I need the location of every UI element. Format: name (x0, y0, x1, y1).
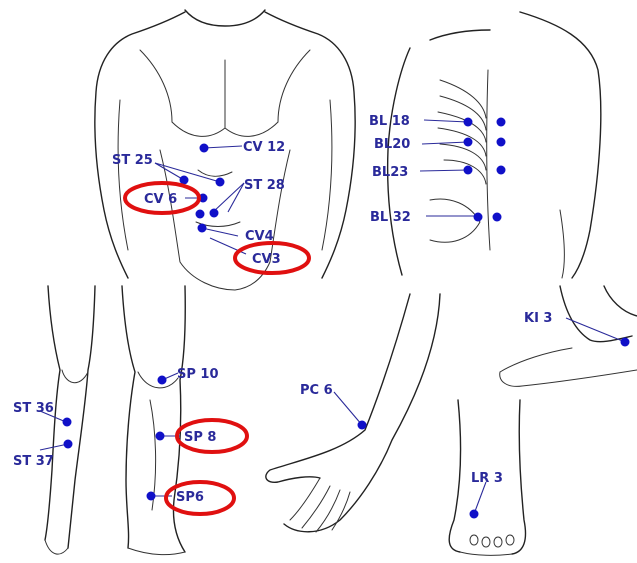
label-bl18: BL 18 (369, 114, 410, 129)
label-st37: ST 37 (13, 454, 54, 469)
label-bl32: BL 32 (370, 210, 411, 225)
sp8-dot (156, 432, 165, 441)
bl23-right-dot (497, 166, 506, 175)
highlight-rings (125, 183, 309, 514)
st37-dot (64, 440, 73, 449)
label-sp8: SP 8 (184, 430, 216, 445)
bl20-right-dot (497, 138, 506, 147)
label-cv4: CV4 (245, 229, 274, 244)
back-torso-figure (388, 12, 601, 278)
pc6-dot (358, 421, 367, 430)
label-cv6: CV 6 (144, 192, 177, 207)
cv4-dot (198, 224, 207, 233)
bl23-left-dot (464, 166, 473, 175)
lr3-dot (470, 510, 479, 519)
label-ki3: KI 3 (524, 311, 552, 326)
label-st28: ST 28 (244, 178, 285, 193)
sp10-dot (158, 376, 167, 385)
st28-left-dot (196, 210, 205, 219)
sp6-dot (147, 492, 156, 501)
label-st36: ST 36 (13, 401, 54, 416)
label-sp10: SP 10 (177, 367, 219, 382)
label-cv12: CV 12 (243, 140, 285, 155)
label-lr3: LR 3 (471, 471, 503, 486)
label-bl20: BL20 (374, 137, 410, 152)
ki3-dot (621, 338, 630, 347)
bl20-left-dot (464, 138, 473, 147)
bl18-left-dot (464, 118, 473, 127)
st36-dot (63, 418, 72, 427)
front-torso-figure (95, 10, 355, 290)
label-cv3: CV3 (252, 252, 281, 267)
st25-right-dot (216, 178, 225, 187)
label-bl23: BL23 (372, 165, 408, 180)
bl32-left-dot (474, 213, 483, 222)
label-st25: ST 25 (112, 153, 153, 168)
bl18-right-dot (497, 118, 506, 127)
st28-right-dot (210, 209, 219, 218)
bl32-right-dot (493, 213, 502, 222)
forearm-hand-figure (266, 294, 440, 532)
cv12-dot (200, 144, 209, 153)
label-pc6: PC 6 (300, 383, 333, 398)
label-sp6: SP6 (176, 490, 204, 505)
ankle-figure (500, 286, 637, 386)
